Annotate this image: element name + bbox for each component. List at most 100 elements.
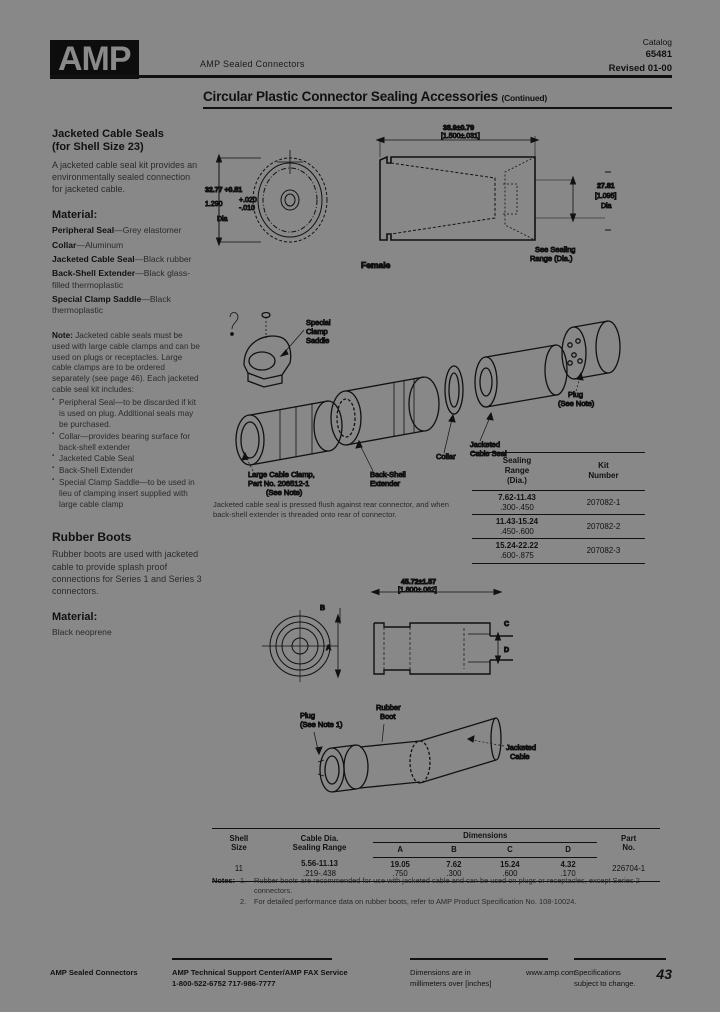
cable-mm: 5.56-11.13: [301, 859, 338, 869]
list-item: Collar—provides bearing surface for back…: [52, 431, 202, 454]
dim-header-cable: Cable Dia. Sealing Range: [265, 828, 374, 858]
footer-support-phone: 1-800-522-6752 717-986-7777: [172, 978, 276, 988]
kit-header-kit-line2: Number: [588, 471, 619, 480]
dim-header-b: B: [427, 842, 481, 858]
boot-callout-cable-line2: Cable: [510, 752, 530, 761]
table-row: 11 5.56-11.13 .219-.438 19.05 .750 7.62 …: [212, 857, 660, 883]
footer-disclaimer-line2: subject to change.: [574, 978, 636, 988]
kit-header-line2: Range: [504, 466, 530, 475]
table-row: 15.24-22.22 .600-.875 207082-3: [472, 538, 645, 564]
c-mm: 15.24: [500, 859, 520, 869]
boot-dim-b: B: [320, 605, 325, 612]
shell-header-line2: Size: [231, 843, 247, 853]
callout-special-clamp-line3: Saddle: [306, 336, 329, 345]
jacketed-cable-seals-heading: Jacketed Cable Seals (for Shell Size 23): [52, 128, 202, 154]
dim-length-in: [1.500±.031]: [441, 133, 480, 140]
b-mm: 7.62: [446, 859, 462, 869]
revision-date: Revised 01-00: [608, 63, 672, 75]
cell-sealing-range: 15.24-22.22 .600-.875: [472, 538, 562, 564]
callout-large-clamp-line1: Large Cable Clamp,: [248, 470, 315, 479]
material-desc: —Grey elastomer: [114, 225, 182, 236]
figure-exploded-assembly: Special Clamp Saddle Back-Shell Extender…: [229, 311, 621, 498]
page-title-continued: (Continued): [501, 93, 547, 103]
amp-logo-text: AMP: [58, 40, 132, 78]
boot-dim-c: C: [504, 621, 509, 628]
note-bullet-list: Peripheral Seal—to be discarded if kit i…: [52, 397, 202, 510]
material-name: Special Clamp Saddle: [52, 294, 142, 305]
footer-website[interactable]: www.amp.com: [526, 968, 576, 977]
cable-header-line1: Cable Dia.: [300, 833, 339, 843]
footer-units-line2: millimeters over [inches]: [410, 978, 492, 988]
range-in: .450-.600: [500, 526, 534, 536]
heading-line-2: (for Shell Size 23): [52, 140, 144, 153]
cell-sealing-range: 7.62-11.43 .300-.450: [472, 490, 562, 516]
boot-dim-length-mm: 45.72±1.57: [401, 579, 436, 586]
cable-in: .219-.438: [303, 868, 336, 878]
material-2-value: Black neoprene: [52, 627, 112, 638]
dim-face-in-tol: +.020: [239, 197, 257, 204]
range-mm: 7.62-11.43: [498, 493, 536, 502]
cell-shell-size: 11: [212, 857, 266, 883]
page-title-text: Circular Plastic Connector Sealing Acces…: [203, 89, 498, 104]
page-number: 43: [656, 966, 672, 982]
list-item: Peripheral Seal—to be discarded if kit i…: [52, 397, 202, 430]
material-desc: —Black thermoplastic: [52, 294, 171, 316]
footer-divider: [574, 958, 666, 960]
d-in: .170: [560, 869, 576, 879]
kit-table-header-range: Sealing Range (Dia.): [472, 452, 562, 491]
dim-header-c: C: [480, 842, 539, 858]
header-subtitle: AMP Sealed Connectors: [200, 59, 305, 69]
note-body: Jacketed cable seals must be used with l…: [52, 330, 200, 395]
dim-dia-note: Dia: [601, 203, 612, 210]
footer-disclaimer: Specifications subject to change.: [574, 968, 666, 989]
header-divider: [50, 75, 672, 78]
cell-kit-number: 207082-1: [561, 490, 645, 516]
title-divider: [203, 107, 672, 109]
a-mm: 19.05: [390, 859, 410, 869]
rubber-boots-body: Rubber boots are used with jacketed cabl…: [52, 549, 202, 596]
a-in: .750: [392, 869, 408, 879]
note-index: 1.: [240, 876, 247, 885]
part-header-line1: Part: [621, 833, 637, 843]
cell-dim-c: 15.24 .600: [480, 857, 539, 883]
material-heading-1: Material:: [52, 209, 98, 222]
dim-header-part: Part No.: [597, 828, 660, 858]
kit-table-header-kit: Kit Number: [561, 452, 645, 491]
catalog-info: Catalog 65481 Revised 01-00: [609, 36, 672, 76]
boot-callout-boot-line2: Boot: [380, 712, 396, 721]
note-text: Rubber boots are recommended for use wit…: [254, 876, 640, 895]
callout-plug-line1: Plug: [568, 390, 583, 399]
cell-part-number: 226704-1: [597, 857, 660, 883]
table-row: 11.43-15.24 .450-.600 207082-2: [472, 514, 645, 540]
kit-header-line1: Sealing: [502, 456, 532, 465]
cable-header-line2: Sealing Range: [292, 843, 347, 853]
exploded-view-caption: Jacketed cable seal is pressed flush aga…: [213, 500, 449, 520]
material-name: Back-Shell Extender: [52, 268, 136, 279]
boot-dim-a: A: [326, 645, 331, 652]
callout-plug-line2: (See Note): [558, 399, 595, 408]
footer-divider: [172, 958, 332, 960]
seal-range-label-line1: See Sealing: [535, 245, 575, 254]
boot-dim-length-in: [1.800±.062]: [398, 587, 437, 594]
shell-header-line1: Shell: [229, 833, 249, 843]
note-text: For detailed performance data on rubber …: [254, 896, 577, 906]
cell-dim-a: 19.05 .750: [373, 857, 428, 883]
callout-backshell-line2: Extender: [370, 479, 401, 488]
boot-callout-plug-line1: Plug: [300, 711, 315, 720]
footer-disclaimer-line1: Specifications: [574, 968, 621, 977]
range-mm: 15.24-22.22: [495, 541, 539, 551]
note-label: Note:: [52, 330, 73, 340]
footer-support: AMP Technical Support Center/AMP FAX Ser…: [172, 968, 372, 989]
footer-brand: AMP Sealed Connectors: [50, 968, 138, 977]
page-title: Circular Plastic Connector Sealing Acces…: [203, 88, 672, 106]
boot-dim-d: D: [504, 647, 509, 654]
female-view-label: Female: [361, 260, 391, 270]
figure-female-seal: 32.77 +0.51 1.290 +.020 -.010 Dia 38.9±0…: [205, 125, 617, 271]
footer-units: Dimensions are in millimeters over [inch…: [410, 968, 520, 989]
material-heading-2: Material:: [52, 611, 98, 624]
dim-face-in-tol2: -.010: [239, 205, 255, 212]
callout-special-clamp-line2: Clamp: [306, 327, 328, 336]
cell-kit-number: 207082-3: [561, 538, 645, 564]
jacketed-seal-note: Note: Jacketed cable seals must be used …: [52, 331, 202, 511]
